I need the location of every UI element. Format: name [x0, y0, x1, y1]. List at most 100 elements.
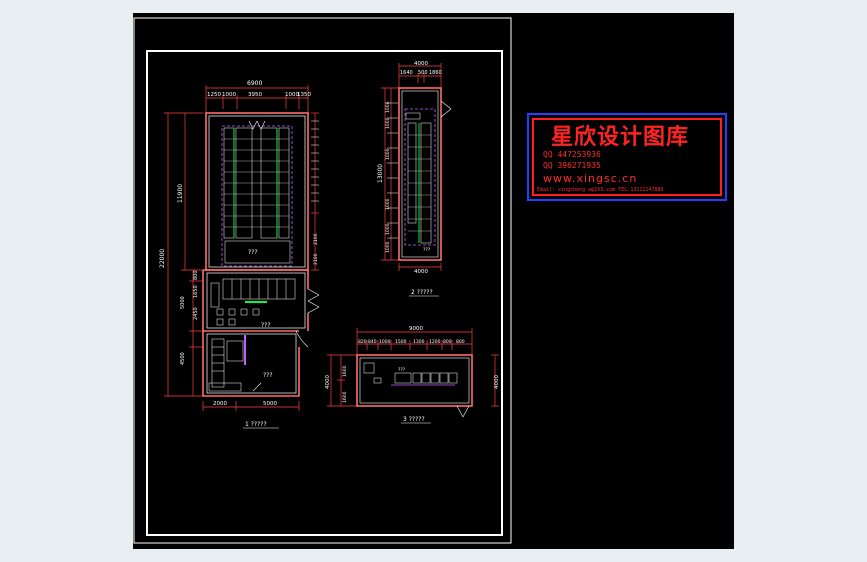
plan1-walls — [202, 112, 309, 397]
plan1-room-label: ??? — [248, 249, 258, 256]
plan2-shelf-rows — [408, 134, 431, 232]
plan1-bottom-dim-2: 5000 — [263, 401, 277, 407]
plan2-left-dim-6: 1000 — [385, 241, 391, 253]
plan1-green-dividers — [233, 128, 278, 238]
plan2-bottom-dimensions — [398, 263, 442, 271]
plan3-fixtures — [363, 362, 458, 384]
plan1-bottom-dimensions — [202, 401, 300, 411]
plan2-left-total: 13000 — [377, 164, 384, 183]
plan3-top-dim-1: 820 — [358, 339, 367, 345]
plan3-inner-wall — [359, 357, 470, 404]
plan1-top-dim-3: 3950 — [248, 92, 262, 98]
plan1-shelf-zone — [221, 125, 293, 267]
plan2-shelves — [405, 112, 432, 244]
plan3-left-dimensions — [327, 354, 357, 407]
watermark-inner-border — [532, 118, 722, 196]
watermark-contact: Email: xingsheng a@163.com TEL:131111478… — [537, 187, 664, 193]
sheet-outer-border — [133, 17, 512, 544]
plan1-caption: 1 ????? — [245, 421, 267, 428]
plan-3[interactable]: 9000 820 840 1000 1500 1300 1200 800 800… — [325, 326, 500, 424]
plan1-left-low: 4500 — [180, 352, 186, 365]
plan2-shelf-label: ??? — [423, 247, 431, 253]
plan1-left-mid-1: 800 — [193, 270, 199, 280]
plan3-top-dim-8: 800 — [456, 339, 465, 345]
plan1-top-dim-5: 1350 — [297, 92, 311, 98]
plan2-left-ticks — [387, 102, 399, 239]
plan2-top-dim-2: 500 — [418, 70, 428, 76]
plan2-left-dim-4: 1000 — [385, 198, 391, 210]
plan2-inner-wall — [401, 90, 439, 258]
plan2-shelf-zone — [404, 108, 436, 246]
plan2-top-total: 4000 — [414, 61, 428, 67]
plan3-walls — [356, 354, 473, 407]
plan2-bottom-total: 4000 — [414, 269, 428, 275]
sheet-inner-border — [146, 50, 503, 536]
plan2-left-dim-2: 1000 — [385, 117, 391, 129]
plan3-label: ??? — [398, 367, 406, 373]
plan3-top-dim-2: 840 — [368, 339, 377, 345]
plan1-entry-arc-2 — [256, 120, 266, 130]
plan1-right-dim-1: 2100 — [313, 233, 319, 245]
plan1-bottom-dim-1: 2000 — [213, 401, 227, 407]
plan3-top-total: 9000 — [409, 326, 423, 332]
watermark-title: 星欣设计图库 — [551, 125, 690, 150]
plan1-left-upper: 11900 — [177, 184, 184, 203]
plan1-left-mid-3: 5000 — [180, 296, 186, 309]
watermark-stamp: 星欣设计图库 QQ 447253936 QQ 396271935 www.xin… — [527, 113, 727, 201]
plan1-top-dimensions — [205, 85, 309, 115]
plan2-left-dim-5: 1000 — [385, 223, 391, 235]
plan1-left-mid-2: 1650 — [193, 285, 199, 298]
plan1-left-total: 22000 — [159, 249, 166, 268]
plan1-top-dim-2: 1000 — [222, 92, 236, 98]
cad-drawing[interactable]: 6900 1250 1000 3950 1000 1350 — [133, 13, 734, 549]
plan1-room-label-3: ??? — [263, 372, 273, 379]
plan1-purple-partition — [244, 335, 246, 365]
plan1-left-mid-4: 2450 — [193, 307, 199, 320]
plan3-caption: 3 ????? — [403, 416, 425, 423]
plan1-room-label-2: ??? — [261, 322, 271, 329]
plan3-left-dim-1: 1600 — [342, 365, 348, 377]
plan1-storage-area — [224, 240, 291, 264]
plan2-left-dim-3: 1000 — [385, 148, 391, 160]
plan3-left-total: 4000 — [325, 375, 331, 389]
plan1-shelf-rows — [224, 138, 289, 228]
plan1-arrow — [252, 382, 262, 392]
watermark-qq-2: QQ 396271935 — [543, 161, 601, 170]
plan1-left-dimensions — [164, 112, 203, 397]
plan3-right-dimensions — [491, 354, 499, 407]
plan-1[interactable]: 6900 1250 1000 3950 1000 1350 — [159, 80, 320, 429]
plan1-right-dimensions — [311, 112, 319, 271]
plan1-mid-desks — [216, 308, 260, 326]
plan2-caption: 2 ????? — [411, 289, 433, 296]
plan1-lower-fixtures — [208, 338, 244, 392]
plan1-top-total: 6900 — [247, 80, 262, 87]
plan3-top-dim-5: 1300 — [413, 339, 425, 345]
watermark-qq-1: QQ 447253936 — [543, 150, 601, 159]
plan2-left-dimensions — [381, 87, 399, 261]
plan1-door-arcs — [295, 288, 320, 348]
drawing-viewport[interactable]: 6900 1250 1000 3950 1000 1350 — [133, 13, 734, 549]
plan1-top-dim-4: 1000 — [285, 92, 299, 98]
plan3-left-dim-2: 1600 — [342, 391, 348, 403]
plan2-left-dim-1: 1000 — [385, 101, 391, 113]
plan2-top-dim-1: 1640 — [400, 70, 413, 76]
plan1-entry-arc — [248, 120, 258, 130]
plan2-door — [440, 100, 452, 118]
plan1-right-dim-2: 2100 — [313, 253, 319, 265]
plan1-right-ticks — [311, 120, 319, 202]
plan3-top-dim-6: 1200 — [429, 339, 441, 345]
plan2-top-dimensions — [398, 63, 442, 88]
plan3-top-dimensions — [356, 328, 473, 355]
plan2-top-dim-3: 1860 — [429, 70, 442, 76]
plan1-top-dim-1: 1250 — [207, 92, 221, 98]
plan3-top-dim-3: 1000 — [379, 339, 391, 345]
plan2-walls — [398, 87, 442, 261]
plan3-top-dim-7: 800 — [443, 339, 452, 345]
plan1-inner-walls — [206, 115, 306, 394]
plan3-door — [456, 405, 470, 418]
plan1-mid-shelves — [210, 278, 296, 308]
watermark-website: www.xingsc.cn — [543, 172, 638, 185]
plan3-right-total: 4000 — [494, 375, 500, 389]
plan-2[interactable]: 4000 1640 500 1860 13000 — [377, 61, 452, 297]
